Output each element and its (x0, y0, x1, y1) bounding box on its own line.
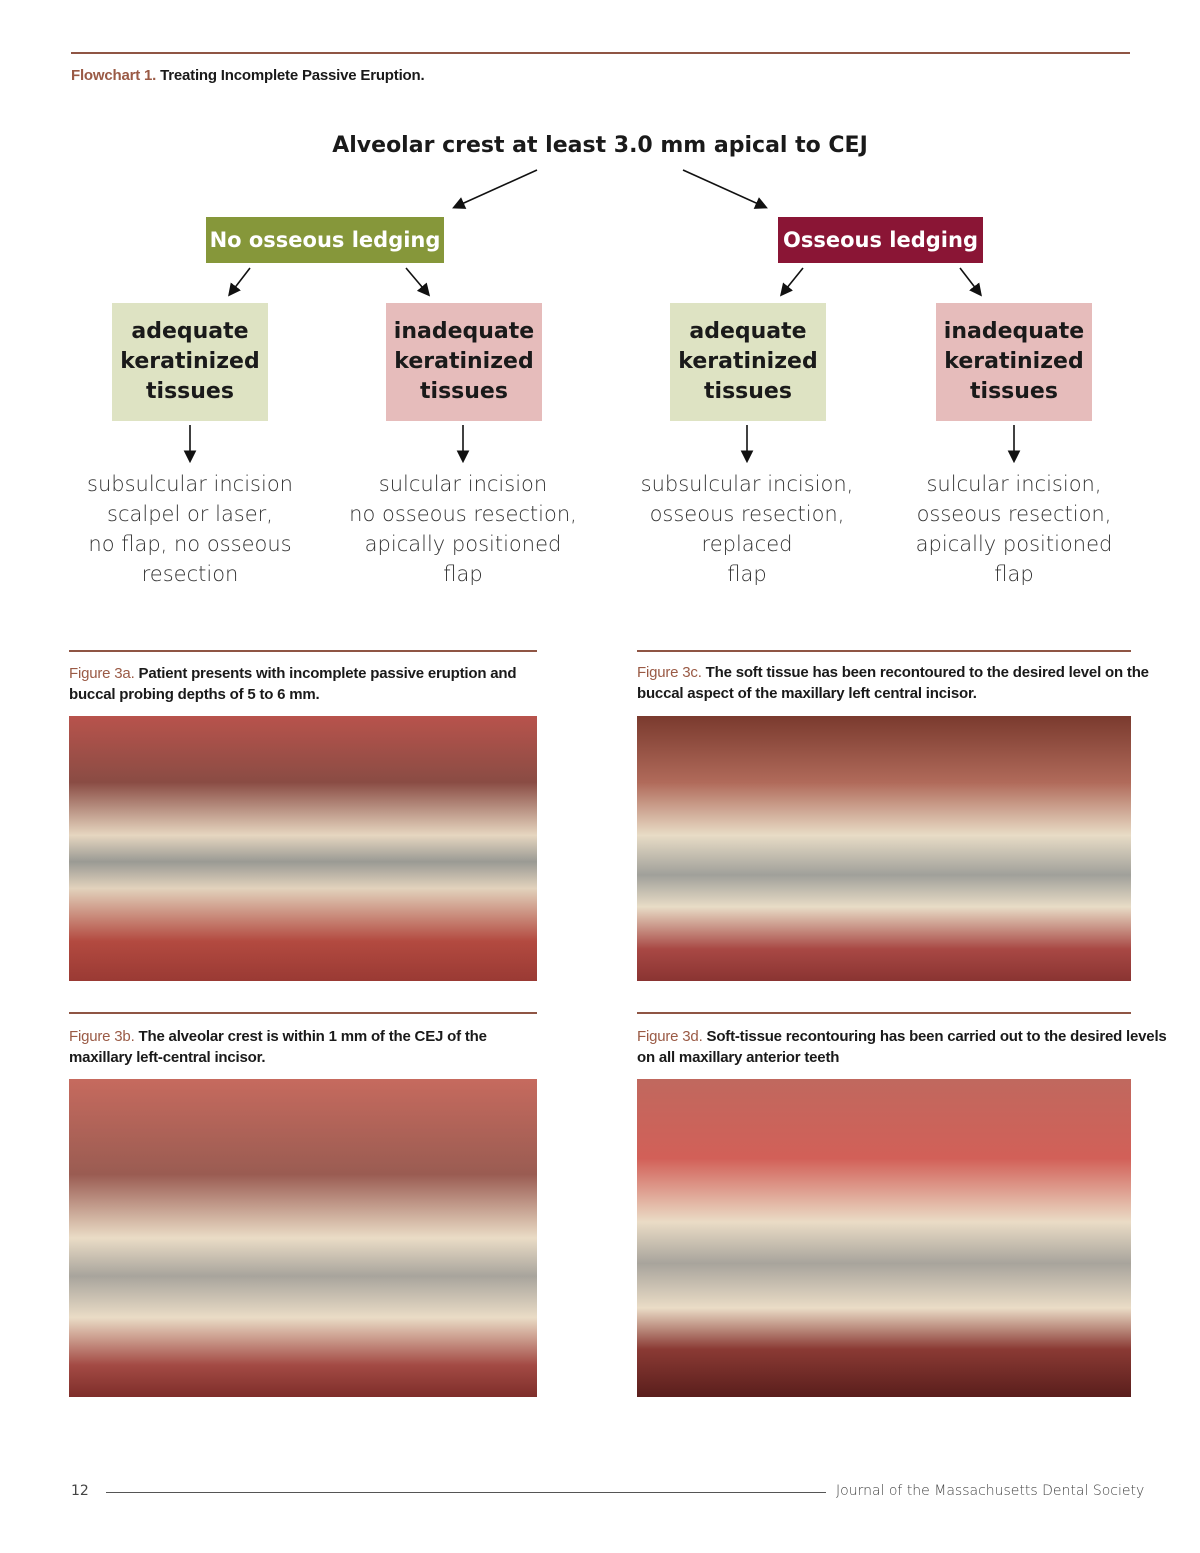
flowchart-root: Alveolar crest at least 3.0 mm apical to… (332, 133, 868, 158)
no-osseous-ledging-header: No osseous ledging (206, 217, 444, 263)
top-rule (71, 52, 1130, 54)
fig3b-rule (69, 1012, 537, 1014)
fig3c-caption: Figure 3c. The soft tissue has been reco… (637, 664, 1149, 702)
flowchart-caption: Flowchart 1. Treating Incomplete Passive… (71, 67, 425, 84)
fig3d-rule (637, 1012, 1131, 1014)
figure-3a-photo (69, 716, 537, 981)
figure-3b-photo (69, 1079, 537, 1397)
outcome-3: subsulcular incision,osseous resection,r… (640, 472, 854, 586)
page-number: 12 (71, 1483, 89, 1499)
osseous-ledging-header: Osseous ledging (778, 217, 983, 263)
fig3c-rule (637, 650, 1131, 652)
flowchart-arrows (183, 169, 1021, 464)
figure-3c-photo (637, 716, 1131, 981)
figure-3d-photo (637, 1079, 1131, 1397)
journal-name: Journal of the Massachusetts Dental Soci… (836, 1483, 1145, 1499)
outcome-4: sulcular incision,osseous resection,apic… (915, 472, 1113, 586)
fig3a-caption: Figure 3a. Patient presents with incompl… (69, 665, 517, 703)
footer-rule (106, 1492, 826, 1493)
fig3d-caption: Figure 3d. Soft-tissue recontouring has … (637, 1028, 1167, 1066)
fig3a-rule (69, 650, 537, 652)
fig3b-caption: Figure 3b. The alveolar crest is within … (69, 1028, 487, 1066)
